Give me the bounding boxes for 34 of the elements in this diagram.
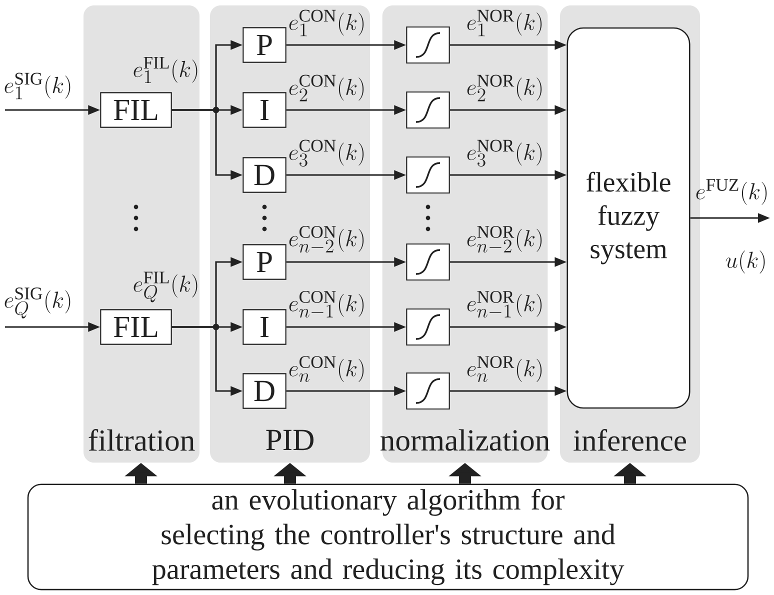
edge-label: $e_{1}^{\mathrm{NOR}}(k)$ — [467, 10, 542, 36]
edge-label: $e_{2}^{\mathrm{NOR}}(k)$ — [467, 74, 542, 102]
controller-box: I — [242, 309, 286, 345]
edge-label: $e_{n-1}^{\mathrm{CON}}(k)$ — [289, 291, 364, 318]
edge-label: $e_{1}^{\mathrm{CON}}(k)$ — [289, 10, 364, 36]
sigmoid-box — [406, 26, 450, 64]
edge-label: $e_{Q}^{\mathrm{SIG}}(k)$ — [4, 288, 70, 318]
sigmoid-box — [406, 156, 450, 194]
edge-label: $e_{1}^{\mathrm{SIG}}(k)$ — [4, 72, 70, 100]
sigmoid-box — [406, 243, 450, 281]
controller-box: P — [242, 244, 286, 280]
controller-box: P — [242, 27, 286, 63]
edge-label: $e_{2}^{\mathrm{CON}}(k)$ — [289, 74, 364, 102]
signal-label: $e_{Q}^{\mathrm{FIL}}(k)$ — [134, 272, 198, 302]
controller-box: D — [242, 157, 286, 193]
controller-box: D — [242, 373, 286, 409]
edge-label: $e_{3}^{\mathrm{CON}}(k)$ — [289, 140, 364, 167]
controller-box: I — [242, 92, 286, 128]
edge-label: $e_{n}^{\mathrm{NOR}}(k)$ — [467, 356, 542, 382]
edge-label: $e_{n-2}^{\mathrm{NOR}}(k)$ — [467, 226, 542, 253]
edge-label: $e_{3}^{\mathrm{NOR}}(k)$ — [467, 140, 542, 167]
filter-box: FIL — [100, 92, 172, 128]
fuzzy-system-box: flexible fuzzy system — [566, 27, 690, 409]
edge-label: $e_{n-2}^{\mathrm{CON}}(k)$ — [289, 226, 364, 253]
edge-label: $e^{\mathrm{FUZ}}(k)$ — [696, 179, 767, 205]
algorithm-box: an evolutionary algorithm for selecting the controller's structure and parameters and reducing its complexity — [27, 484, 749, 590]
signal-label: $u(k)$ — [726, 250, 765, 274]
sigmoid-box — [406, 91, 450, 129]
sigmoid-box — [406, 372, 450, 410]
edge-label: $e_{n}^{\mathrm{CON}}(k)$ — [289, 356, 364, 382]
edge-label: $e_{n-1}^{\mathrm{NOR}}(k)$ — [467, 291, 542, 318]
sigmoid-box — [406, 308, 450, 346]
filter-box: FIL — [100, 309, 172, 345]
signal-label: $e_{1}^{\mathrm{FIL}}(k)$ — [134, 56, 198, 84]
